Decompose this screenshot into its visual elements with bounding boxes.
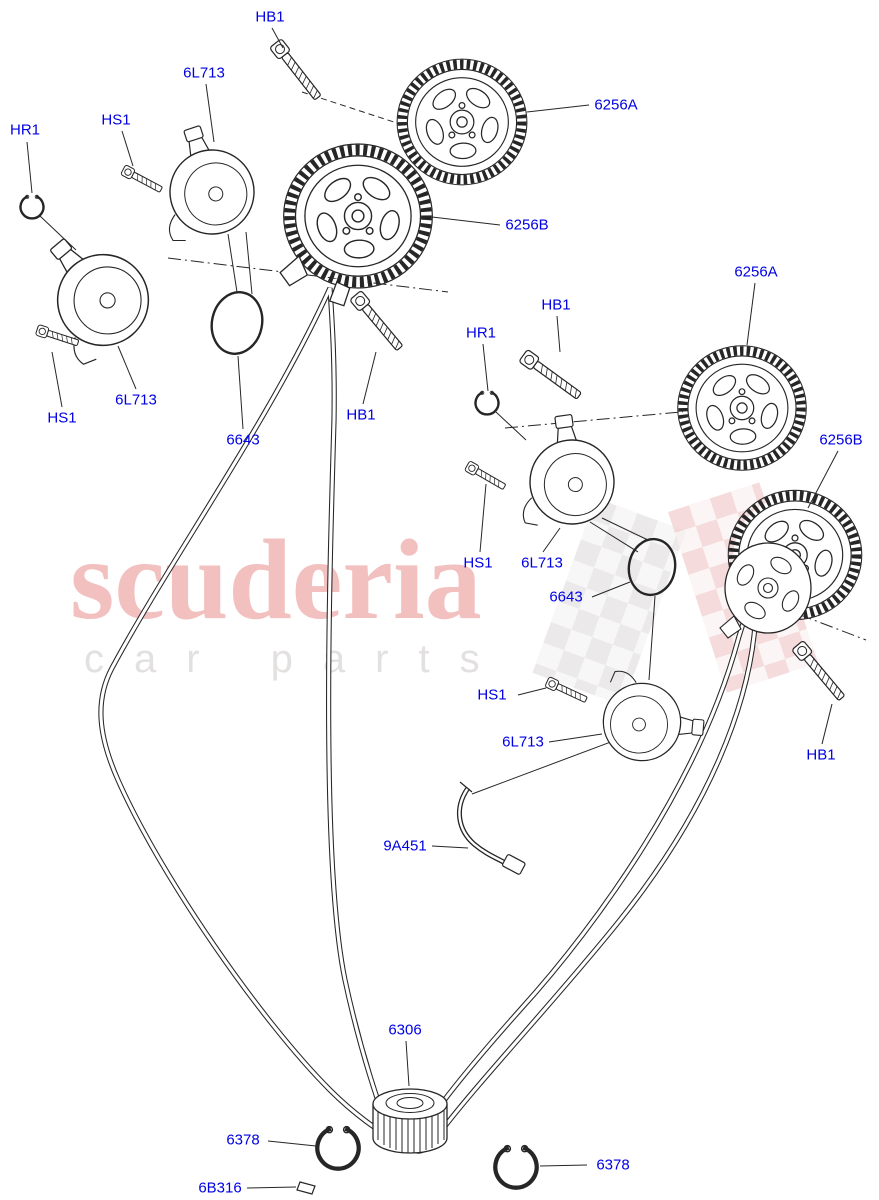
part-label-hs1-lower[interactable]: HS1 <box>477 686 507 704</box>
cam-sprocket-6256a-right <box>678 346 807 470</box>
timing-chain-left <box>98 286 398 1144</box>
part-label-hb1-right[interactable]: HB1 <box>541 296 571 314</box>
key-6b316 <box>296 1181 316 1195</box>
alignment-lines <box>167 91 867 641</box>
leader-lines <box>26 27 839 1189</box>
part-label-hs1-top[interactable]: HS1 <box>101 111 131 129</box>
part-label-6256b-left[interactable]: 6256B <box>505 216 549 234</box>
bolt-hb1-midleft <box>349 289 407 354</box>
part-label-6l713-mid[interactable]: 6L713 <box>521 554 563 572</box>
bolt-hb1-right <box>518 348 585 403</box>
crank-sprocket-6306 <box>372 1088 448 1154</box>
part-label-6l713-top[interactable]: 6L713 <box>183 64 225 82</box>
part-label-hs1-mid[interactable]: HS1 <box>463 554 493 572</box>
watermark-subtitle: car parts <box>84 637 510 681</box>
bolt-hb1-top <box>268 37 325 103</box>
screw-hs1-top <box>120 164 165 196</box>
vvt-unit-6l713-left <box>11 214 168 373</box>
part-label-6256a-right[interactable]: 6256A <box>734 263 778 281</box>
part-label-9a451[interactable]: 9A451 <box>383 837 427 855</box>
part-label-hb1-lower[interactable]: HB1 <box>806 746 836 764</box>
part-label-6l713-lower[interactable]: 6L713 <box>502 733 544 751</box>
watermark: scuderia car parts <box>70 482 819 706</box>
part-label-hr1-right[interactable]: HR1 <box>465 324 497 342</box>
part-label-6256b-right[interactable]: 6256B <box>819 431 863 449</box>
snap-ring-hr1-right <box>474 389 500 416</box>
part-label-hr1-left[interactable]: HR1 <box>9 121 41 139</box>
bolt-hb1-lower <box>791 639 849 704</box>
snap-ring-6378-right <box>495 1146 536 1188</box>
watermark-title: scuderia <box>70 516 482 643</box>
part-label-6378-left[interactable]: 6378 <box>226 1131 260 1149</box>
part-label-6643-left[interactable]: 6643 <box>226 431 260 449</box>
snap-ring-hr1-left <box>19 193 45 220</box>
cam-sprocket-6256b-left <box>280 144 432 307</box>
sensor-9a451 <box>456 781 526 875</box>
part-label-hb1-top[interactable]: HB1 <box>255 8 285 26</box>
snap-ring-6378-left <box>317 1127 358 1169</box>
part-label-6306[interactable]: 6306 <box>388 1021 422 1039</box>
part-label-6256a-left[interactable]: 6256A <box>594 96 638 114</box>
part-label-6378-right[interactable]: 6378 <box>596 1156 630 1174</box>
cam-sprocket-6256a-left <box>397 59 527 185</box>
part-label-hs1-left[interactable]: HS1 <box>47 409 77 427</box>
part-label-6l713-left[interactable]: 6L713 <box>115 391 157 409</box>
part-label-hb1-midleft[interactable]: HB1 <box>346 406 376 424</box>
part-label-6643-right[interactable]: 6643 <box>549 588 583 606</box>
vvt-unit-6l713-top <box>140 114 266 249</box>
o-ring-6643-left <box>210 291 264 355</box>
cam-sprocket-6256b-right <box>719 490 862 639</box>
o-ring-6643-right <box>627 537 677 597</box>
part-label-6b316[interactable]: 6B316 <box>198 1179 242 1197</box>
